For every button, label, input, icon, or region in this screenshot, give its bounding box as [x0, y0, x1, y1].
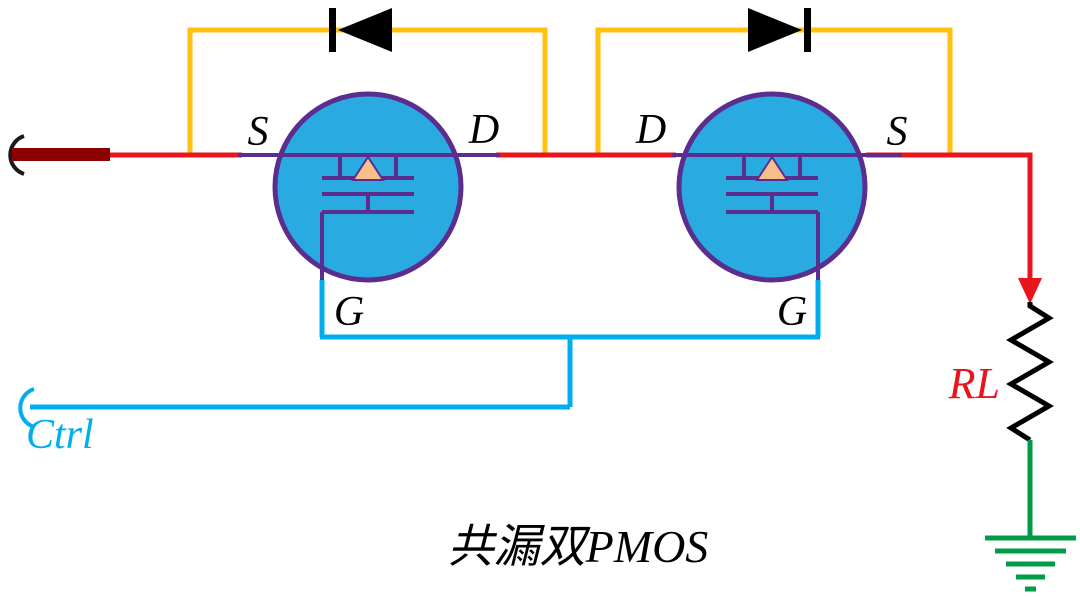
- resistor-icon: [1006, 302, 1054, 443]
- label-pmos2-drain: D: [635, 107, 666, 153]
- pmos1-body-arrow-icon: [351, 155, 385, 181]
- pmos2-body-arrow-icon: [755, 155, 789, 181]
- current-arrow-icon: [1018, 278, 1042, 304]
- pmos2: [672, 91, 902, 283]
- diode-2-triangle-icon: [748, 8, 802, 52]
- label-pmos1-gate: G: [334, 289, 364, 335]
- diagram-title: 共漏双PMOS: [448, 521, 709, 572]
- label-load-rl: RL: [948, 359, 1000, 408]
- ground-icon: [985, 535, 1076, 592]
- wire-red-right: [866, 152, 1033, 282]
- ctrl-terminal-arc-icon: [18, 387, 35, 429]
- input-bar: [12, 148, 110, 161]
- label-pmos2-gate: G: [777, 289, 807, 335]
- ground: [985, 440, 1076, 592]
- pmos1: [238, 91, 500, 283]
- label-ctrl: Ctrl: [26, 412, 94, 458]
- diode-2-cathode-bar: [804, 8, 811, 52]
- input-terminal-arc-icon: [8, 134, 25, 176]
- power-wires: [105, 152, 1033, 282]
- diode-2-icon: [748, 8, 811, 52]
- gate-wires: [30, 280, 821, 410]
- diode-1-icon: [329, 8, 392, 52]
- label-pmos2-source: S: [887, 109, 908, 155]
- pmos1-body: [272, 91, 464, 283]
- diode-1-cathode-bar: [329, 8, 336, 52]
- label-pmos1-source: S: [248, 109, 269, 155]
- label-pmos1-drain: D: [468, 107, 499, 153]
- pmos2-body: [676, 91, 868, 283]
- gate-bus: [30, 334, 820, 410]
- diode-1-triangle-icon: [338, 8, 392, 52]
